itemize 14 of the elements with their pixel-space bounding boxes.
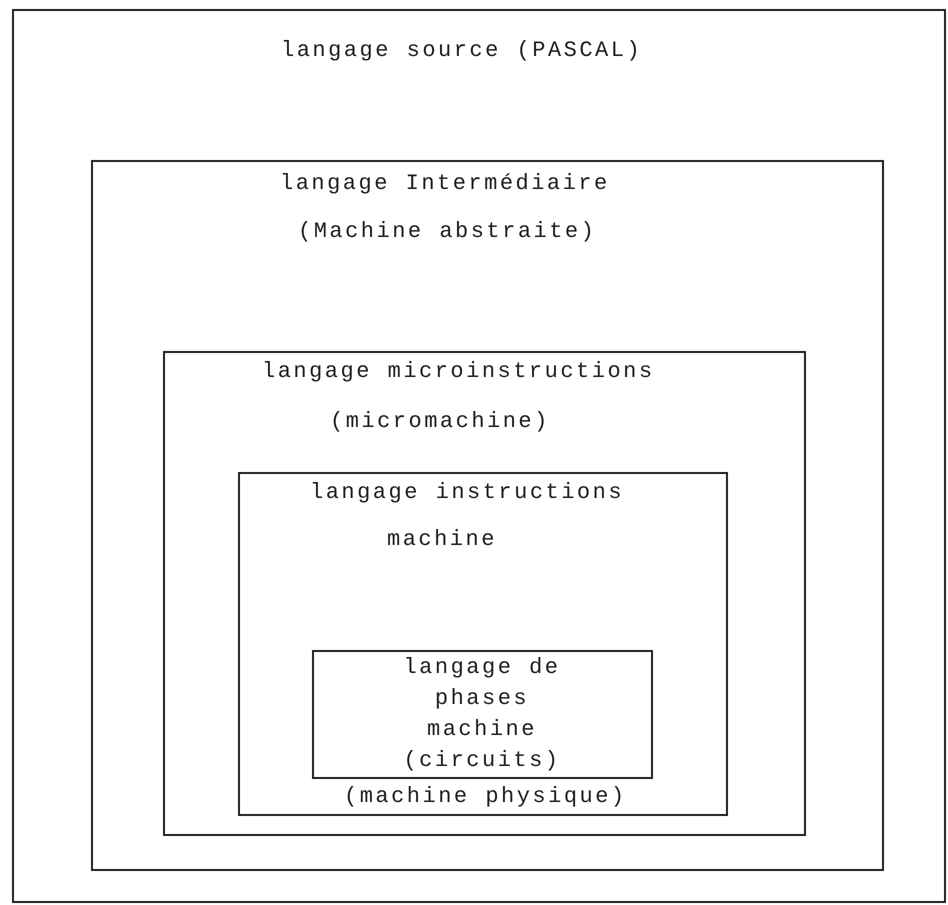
box-label: langage microinstructions [262,359,655,385]
nested-box [238,472,728,816]
nested-box [91,160,884,871]
box-label: (machine physique) [344,784,627,810]
box-label: langage source (PASCAL) [281,38,642,64]
box-label: (Machine abstraite) [298,219,596,245]
box-label: langage Intermédiaire [280,171,610,197]
nested-box [12,9,946,903]
nested-box [312,650,653,779]
box-label: langage de phases machine (circuits) [402,654,562,775]
box-label: machine [387,527,497,553]
box-label: langage instructions [310,480,624,506]
nested-box [163,351,806,836]
box-label: (micromachine) [330,409,550,435]
